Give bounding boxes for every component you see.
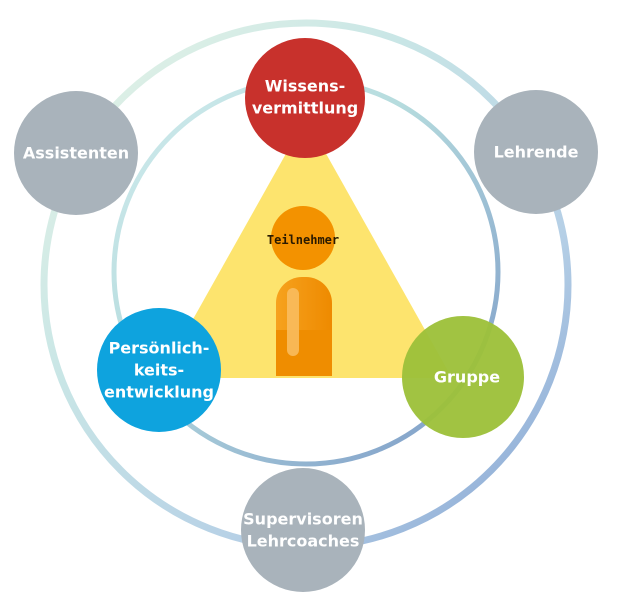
person-label: Teilnehmer [267,233,339,247]
person-highlight [287,288,299,356]
node-assistenten-line1: Assistenten [23,144,129,163]
node-gruppe-line1: Gruppe [434,368,500,387]
node-supervisoren-line1: Supervisoren [243,510,363,529]
person-icon: Teilnehmer [267,206,339,376]
person-head [271,206,335,270]
node-assistenten-circle [14,91,138,215]
node-persoenlichkeitsentwicklung: Persönlich- keits- entwicklung [97,308,221,432]
node-gruppe-circle [402,316,524,438]
person-body-base [276,330,332,376]
node-supervisoren-lehrcoaches-circle [241,468,365,592]
node-supervisoren-line2: Lehrcoaches [247,532,360,551]
node-lehrende: Lehrende [474,90,598,214]
node-persoenlichkeitsentwicklung-line1: Persönlich- [109,339,210,358]
node-assistenten: Assistenten [14,91,138,215]
node-wissensvermittlung-circle [245,38,365,158]
node-lehrende-line1: Lehrende [494,143,579,162]
node-persoenlichkeitsentwicklung-circle [97,308,221,432]
node-wissensvermittlung: Wissens- vermittlung [245,38,365,158]
node-lehrende-circle [474,90,598,214]
node-persoenlichkeitsentwicklung-line2: keits- [134,361,184,380]
node-gruppe: Gruppe [402,316,524,438]
node-wissensvermittlung-line1: Wissens- [265,77,346,96]
node-supervisoren-lehrcoaches: Supervisoren Lehrcoaches [241,468,365,592]
node-wissensvermittlung-line2: vermittlung [252,99,358,118]
node-persoenlichkeitsentwicklung-line3: entwicklung [104,383,214,402]
